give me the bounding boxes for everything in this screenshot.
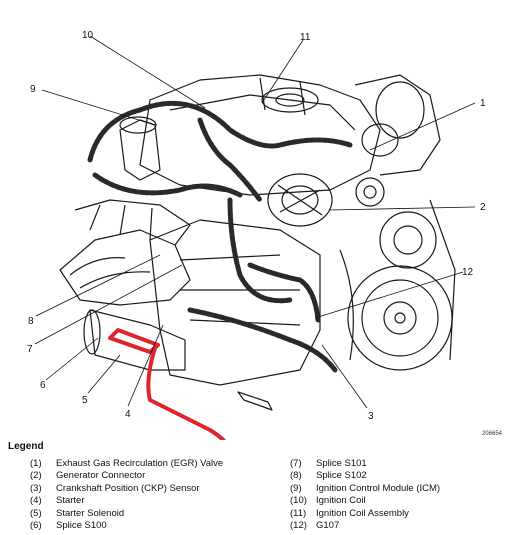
legend-label: Ignition Coil Assembly	[316, 507, 409, 519]
callout-3: 3	[368, 411, 374, 422]
legend-label: Generator Connector	[56, 470, 146, 482]
legend-item: (5) Starter Solenoid	[30, 508, 280, 520]
legend-item: (1) Exhaust Gas Recirculation (EGR) Valve	[30, 458, 280, 470]
callout-10: 10	[82, 30, 94, 41]
legend-title: Legend	[8, 441, 44, 452]
red-annotation	[108, 328, 227, 440]
legend-item: (3) Crankshaft Position (CKP) Sensor	[30, 483, 280, 495]
callout-5: 5	[82, 395, 88, 406]
legend-label: Ignition Control Module (ICM)	[316, 482, 441, 494]
legend-left-column: (1) Exhaust Gas Recirculation (EGR) Valve…	[30, 458, 280, 532]
wiring-harness	[87, 100, 353, 373]
legend-item: (2) Generator Connector	[30, 470, 280, 482]
legend-label: Splice S102	[316, 470, 367, 482]
callout-6: 6	[40, 380, 46, 391]
legend-number: (2)	[30, 470, 42, 482]
legend-item: (12) G107	[290, 520, 505, 532]
callout-8: 8	[28, 316, 34, 327]
legend-label: Exhaust Gas Recirculation (EGR) Valve	[56, 458, 224, 469]
legend-item: (11) Ignition Coil Assembly	[290, 508, 505, 520]
callout-11: 11	[300, 32, 311, 43]
callout-2: 2	[480, 202, 486, 213]
callout-4: 4	[125, 409, 131, 420]
legend-item: (8) Splice S102	[290, 470, 505, 482]
engine-wiring-diagram: 1 2 3 4 5 6 7 8 9 10 11 12	[27, 30, 486, 440]
legend-number: (5)	[30, 507, 42, 519]
legend-item: (7) Splice S101	[290, 458, 505, 470]
callout-9: 9	[30, 84, 36, 95]
legend-number: (4)	[30, 495, 42, 507]
callout-1: 1	[480, 98, 486, 109]
legend-label: Splice S101	[316, 458, 367, 469]
leader-lines	[34, 35, 476, 409]
legend-number: (11)	[290, 507, 307, 519]
engine-linework	[59, 74, 456, 411]
legend-label: Splice S100	[56, 520, 107, 532]
legend-item: (10) Ignition Coil	[290, 495, 505, 507]
legend-right-column: (7) Splice S101 (8) Splice S102 (9) Ignitio…	[290, 458, 505, 532]
legend-number: (7)	[290, 458, 302, 469]
legend-number: (1)	[30, 458, 42, 469]
legend-number: (10)	[290, 495, 307, 507]
legend-number: (3)	[30, 482, 42, 494]
callout-7: 7	[27, 344, 33, 355]
legend-label: Starter Solenoid	[56, 507, 125, 519]
legend-label: Ignition Coil	[316, 495, 366, 507]
legend-label: Crankshaft Position (CKP) Sensor	[56, 482, 200, 494]
legend-item: (9) Ignition Control Module (ICM)	[290, 483, 505, 495]
callout-12: 12	[462, 267, 474, 278]
legend-label: G107	[316, 520, 340, 532]
legend-item: (4) Starter	[30, 495, 280, 507]
legend-label: Starter	[56, 495, 85, 507]
legend-number: (9)	[290, 482, 302, 494]
legend-number: (12)	[290, 520, 307, 532]
legend-number: (8)	[290, 470, 302, 482]
legend-number: (6)	[30, 520, 42, 532]
legend-item: (6) Splice S100	[30, 520, 280, 532]
figure-id: 206654	[481, 431, 502, 437]
